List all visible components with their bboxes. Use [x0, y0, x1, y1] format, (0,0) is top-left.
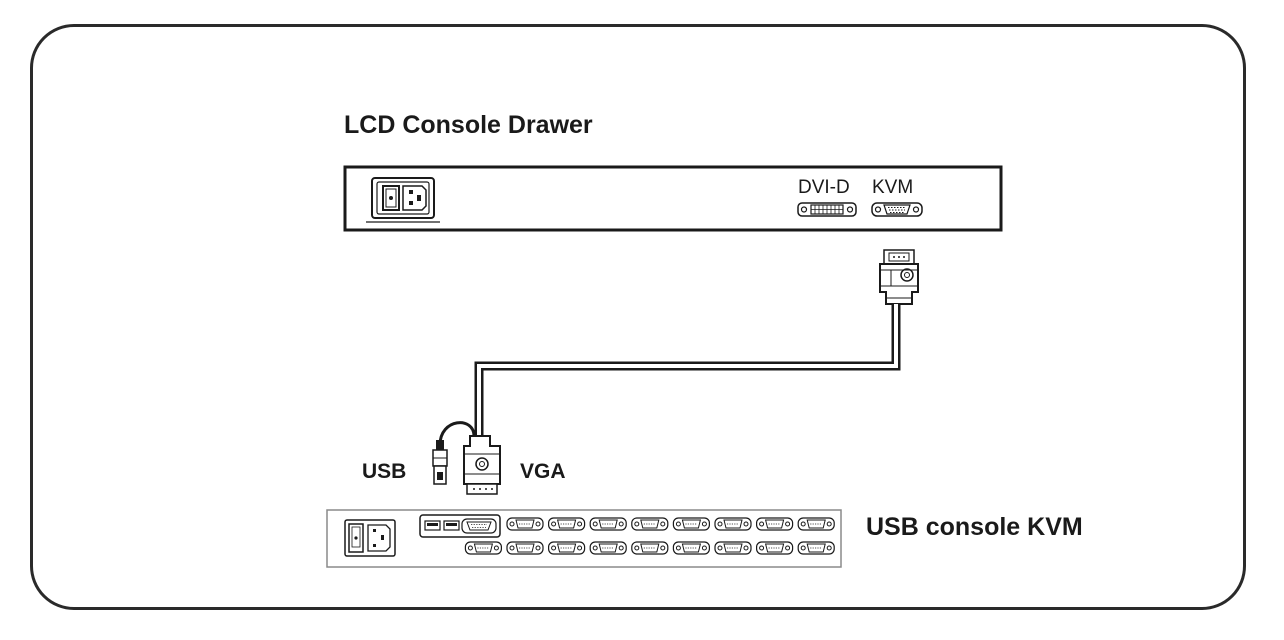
vga-port-icon: [589, 517, 627, 531]
usb-connector-icon: [432, 440, 448, 485]
vga-port-icon: [755, 517, 794, 531]
kvm-port-icon: [871, 202, 923, 217]
vga-port-icon: [672, 541, 711, 555]
kvm-console-port-group: [419, 514, 501, 538]
vga-connector-top-icon: [879, 249, 919, 305]
vga-port-icon: [547, 517, 586, 531]
vga-port-icon: [506, 541, 544, 555]
port-label-dvi-d: DVI-D: [798, 177, 850, 198]
vga-connector-bottom-icon: [463, 435, 501, 495]
vga-port-icon: [464, 541, 502, 555]
diagram-frame: [30, 24, 1246, 610]
vga-port-icon: [672, 517, 711, 531]
vga-port-icon: [506, 517, 544, 531]
vga-port-icon: [589, 541, 627, 555]
kvm-computer-ports: [464, 517, 835, 555]
dvi-d-port-icon: [797, 202, 857, 217]
lcd-console-drawer: DVI-D KVM: [343, 165, 1003, 232]
vga-port-icon: [631, 517, 669, 531]
vga-port-icon: [797, 541, 835, 555]
drawer-title: LCD Console Drawer: [344, 111, 593, 139]
drawer-power-module-icon: [366, 177, 440, 223]
port-label-kvm: KVM: [872, 177, 913, 198]
usb-console-kvm-switch: [326, 509, 842, 568]
usb-label: USB: [362, 460, 406, 483]
vga-port-icon: [755, 541, 794, 555]
vga-port-icon: [547, 541, 586, 555]
vga-port-icon: [714, 541, 752, 555]
vga-port-icon: [631, 541, 669, 555]
vga-port-icon: [714, 517, 752, 531]
kvm-power-module-icon: [344, 519, 396, 557]
vga-port-icon: [797, 517, 835, 531]
vga-label: VGA: [520, 460, 566, 483]
kvm-cable: [432, 249, 919, 495]
kvm-switch-title: USB console KVM: [866, 513, 1083, 541]
